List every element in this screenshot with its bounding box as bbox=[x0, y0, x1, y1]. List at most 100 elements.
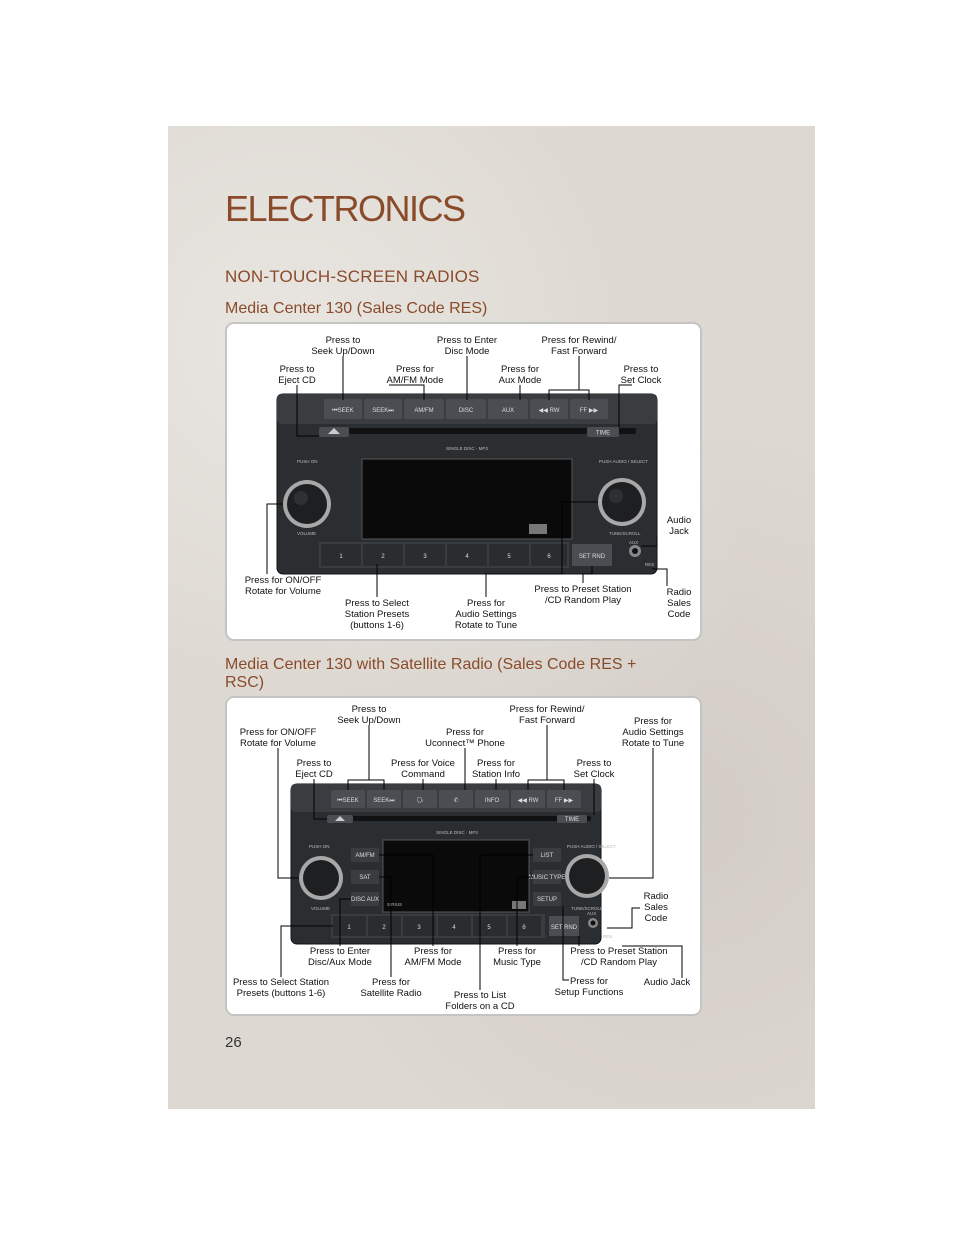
disc-aux-button: DISC AUX bbox=[351, 892, 379, 906]
subsection-title: NON-TOUCH-SCREEN RADIOS bbox=[225, 267, 480, 286]
figure2-caption: Media Center 130 with Satellite Radio (S… bbox=[225, 656, 637, 691]
push-on-label: PUSH ON bbox=[297, 459, 318, 464]
sat-audio-jack bbox=[588, 918, 598, 928]
res-small-label: RES bbox=[645, 562, 654, 567]
sat-rewind-button: ◀◀ RW bbox=[511, 790, 545, 808]
section-title: ELECTRONICS bbox=[225, 188, 466, 229]
sat-preset-button-4: 4 bbox=[438, 916, 471, 936]
rewind-button: ◀◀ RW bbox=[530, 399, 568, 419]
preset-button-2: 2 bbox=[363, 544, 403, 566]
sat-push-on-label: PUSH ON bbox=[309, 844, 330, 849]
sat-aux-small-label: AUX bbox=[587, 911, 596, 916]
figure2-radio-diagram: ⏮SEEK SEEK⏭ 🗣 ✆ INFO ◀◀ RW FF ▶▶ TIME SI… bbox=[225, 696, 702, 1016]
sat-volume-knob bbox=[299, 856, 343, 900]
tune-knob bbox=[598, 478, 646, 526]
sat-preset-button-2: 2 bbox=[368, 916, 401, 936]
volume-knob bbox=[283, 480, 331, 528]
sat-callout-preset-random: Press to Preset Station/CD Random Play bbox=[570, 946, 667, 968]
preset-button-5: 5 bbox=[489, 544, 529, 566]
disc-button: DISC bbox=[446, 399, 486, 419]
amfm-button: AM/FM bbox=[404, 399, 444, 419]
svg-text:SETUP: SETUP bbox=[537, 897, 557, 903]
sat-push-audio-label: PUSH AUDIO / SELECT bbox=[567, 844, 616, 849]
svg-text:AM/FM: AM/FM bbox=[355, 853, 374, 859]
svg-text:4: 4 bbox=[465, 554, 469, 560]
sat-single-disc-label: SINGLE DISC · MP3 bbox=[436, 830, 478, 835]
music-type-button: MUSIC TYPE bbox=[529, 870, 566, 884]
svg-text:INFO: INFO bbox=[485, 798, 500, 804]
eject-icon bbox=[335, 816, 345, 821]
svg-text:MUSIC TYPE: MUSIC TYPE bbox=[529, 875, 566, 881]
single-disc-label: SINGLE DISC · MP3 bbox=[446, 446, 488, 451]
callout-rewind-ff: Press for Rewind/Fast Forward bbox=[542, 335, 617, 357]
svg-text:AUX: AUX bbox=[502, 408, 514, 414]
preset-button-4: 4 bbox=[447, 544, 487, 566]
svg-text:⏮SEEK: ⏮SEEK bbox=[332, 408, 353, 414]
svg-text:2: 2 bbox=[382, 925, 386, 931]
sat-cd-slot bbox=[331, 816, 591, 821]
volume-label: VOLUME bbox=[297, 531, 316, 536]
info-button: INFO bbox=[475, 790, 509, 808]
sirius-logo: SIRIUS bbox=[387, 902, 402, 907]
svg-text:DISC AUX: DISC AUX bbox=[351, 897, 379, 903]
sat-callout-rewind-ff: Press for Rewind/Fast Forward bbox=[510, 704, 585, 726]
sat-eject-button bbox=[327, 815, 353, 823]
sat-seek-down-button: ⏮SEEK bbox=[331, 790, 365, 808]
disc-logo bbox=[529, 524, 547, 534]
aux-button: AUX bbox=[488, 399, 528, 419]
push-audio-label: PUSH AUDIO / SELECT bbox=[599, 459, 648, 464]
svg-text:1: 1 bbox=[347, 925, 351, 931]
sat-res-small-label: RES bbox=[603, 934, 612, 939]
svg-text:◀◀ RW: ◀◀ RW bbox=[518, 798, 539, 804]
svg-text:FF ▶▶: FF ▶▶ bbox=[580, 408, 599, 414]
svg-text:4: 4 bbox=[452, 925, 456, 931]
uconnect-phone-button: ✆ bbox=[439, 790, 473, 808]
svg-text:FF ▶▶: FF ▶▶ bbox=[555, 798, 574, 804]
set-rnd-button: SET RND bbox=[572, 544, 612, 566]
svg-text:6: 6 bbox=[522, 925, 526, 931]
svg-text:1: 1 bbox=[339, 554, 343, 560]
svg-text:LIST: LIST bbox=[541, 853, 554, 859]
svg-text:3: 3 bbox=[417, 925, 421, 931]
sat-disc-logo bbox=[512, 901, 526, 909]
sat-tune-scroll-label: TUNE/SCROLL bbox=[571, 906, 603, 911]
svg-text:5: 5 bbox=[507, 554, 511, 560]
audio-jack bbox=[629, 545, 641, 557]
page-number: 26 bbox=[225, 1034, 242, 1051]
svg-text:5: 5 bbox=[487, 925, 491, 931]
sat-button: SAT bbox=[351, 870, 379, 884]
svg-text:TIME: TIME bbox=[565, 817, 579, 823]
aux-small-label: AUX bbox=[629, 540, 638, 545]
figure1-svg: ⏮SEEK SEEK⏭ AM/FM DISC AUX ◀◀ RW FF ▶▶ T… bbox=[245, 335, 692, 631]
eject-button bbox=[319, 427, 349, 437]
eject-icon bbox=[328, 428, 340, 434]
setup-button: SETUP bbox=[533, 892, 561, 906]
seek-down-button: ⏮SEEK bbox=[324, 399, 362, 419]
figure2-svg: ⏮SEEK SEEK⏭ 🗣 ✆ INFO ◀◀ RW FF ▶▶ TIME SI… bbox=[233, 704, 691, 1012]
preset-button-3: 3 bbox=[405, 544, 445, 566]
sat-preset-button-5: 5 bbox=[473, 916, 506, 936]
figure1-leader-lines bbox=[266, 356, 668, 597]
callout-preset-random: Press to Preset Station/CD Random Play bbox=[534, 584, 631, 606]
